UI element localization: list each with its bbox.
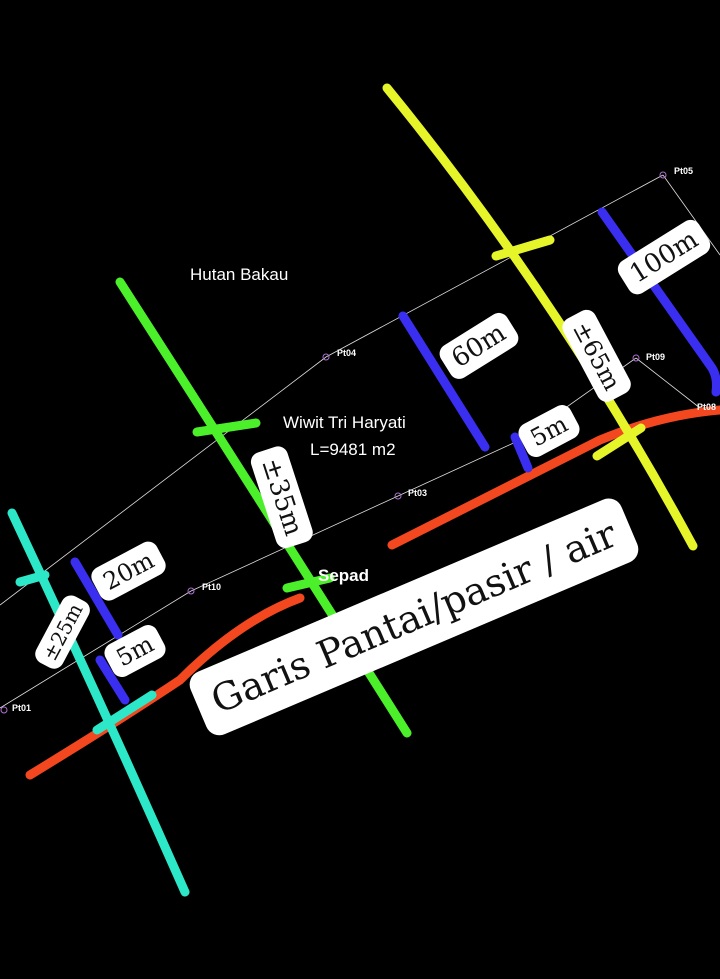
green-tick [282, 573, 335, 593]
sepadan-label: Sepad [318, 566, 370, 585]
blue-measure [510, 432, 533, 473]
forest-label: Hutan Bakau [190, 265, 289, 284]
blue-measure [597, 207, 720, 397]
cyan-tick [92, 690, 157, 735]
point-label: Pt10 [202, 582, 222, 592]
point-marker [322, 353, 330, 361]
yellow-tick [491, 235, 555, 261]
shoreline-red-2 [387, 405, 720, 550]
point-marker [0, 706, 8, 714]
point-label: Pt08 [697, 402, 717, 412]
point-label: Pt05 [674, 166, 694, 176]
point-marker [187, 587, 195, 595]
yellow-tick [592, 423, 646, 461]
cyan-tick [15, 570, 50, 587]
point-label: Pt09 [646, 352, 666, 362]
east-boundary-line [662, 174, 720, 256]
point-label: Pt03 [408, 488, 428, 498]
owner-label: Wiwit Tri Haryati [283, 413, 406, 432]
blue-measure [70, 557, 123, 640]
pt09-line [635, 357, 701, 409]
point-marker [632, 354, 640, 362]
blue-measure [398, 311, 490, 452]
point-label: Pt01 [12, 703, 32, 713]
point-marker [394, 492, 402, 500]
point-label: Pt04 [337, 348, 357, 358]
yellow-line [382, 83, 698, 551]
shoreline-red-1 [25, 593, 305, 780]
green-tick [192, 418, 261, 437]
area-label: L=9481 m2 [310, 440, 396, 459]
point-marker [659, 171, 667, 179]
cyan-line [7, 508, 190, 897]
blue-measure [95, 655, 130, 705]
